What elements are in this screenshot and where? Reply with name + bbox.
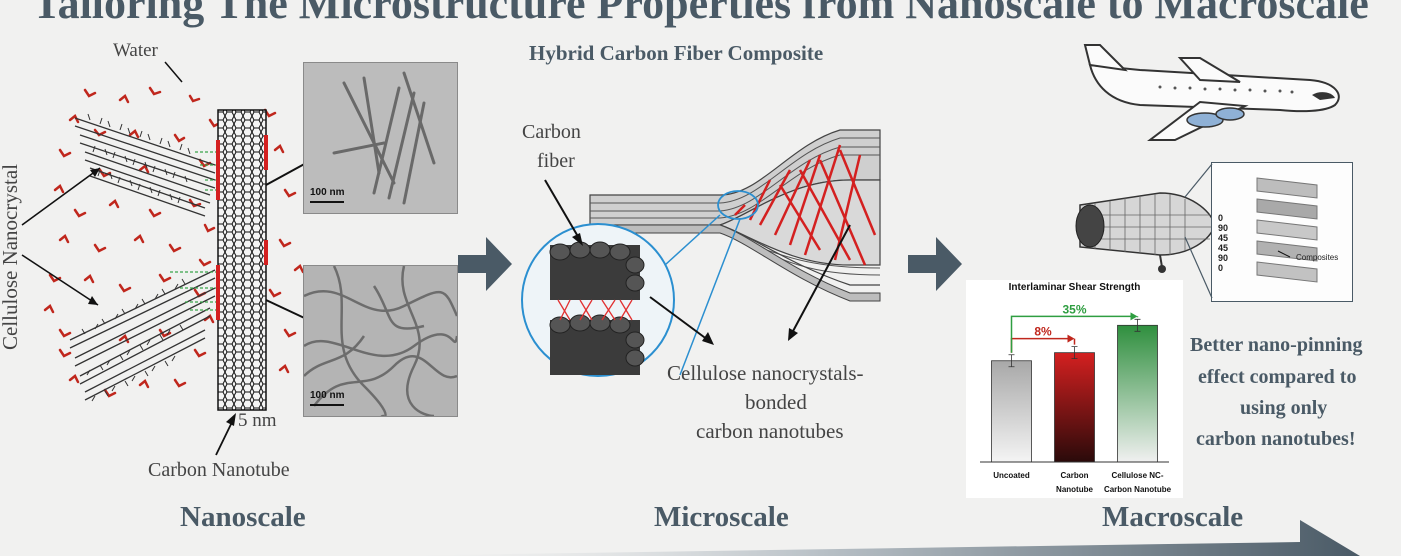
composites-label: Composites (1296, 253, 1339, 262)
cnc-branches-bottom (81, 278, 186, 402)
zoom-ellipse (717, 190, 759, 220)
chart-annotation-cnt-line (1010, 337, 1071, 353)
carbon-fiber-arrow (544, 179, 581, 241)
microscale-illustration (521, 129, 881, 377)
cnc-branches-top (87, 113, 191, 204)
chart-category-label: Uncoated (993, 471, 1030, 480)
chart-category-label: Nanotube (1056, 485, 1093, 494)
water-label: Water (113, 40, 158, 61)
cnc-arrow-bottom (21, 254, 99, 306)
bonded-arrow-right (791, 224, 851, 334)
scale-progression-arrow (380, 520, 1360, 556)
chart-error-bar-0 (1008, 354, 1015, 368)
chart-annotation-hybrid-label: 35% (1062, 302, 1086, 316)
nanoscale-section-label: Nanoscale (180, 501, 306, 533)
bonded-arrow-left (649, 296, 709, 341)
page-title: Tailoring The Microstructure Properties … (32, 0, 1369, 28)
flow-arrow-2 (908, 237, 962, 291)
bonded-label-1: Cellulose nanocrystals- (667, 361, 864, 385)
crack-bridging-cnt (734, 144, 877, 266)
zoom-lines (1184, 163, 1213, 299)
flow-arrow-1 (458, 237, 512, 291)
cnc-chains-bottom (69, 269, 216, 401)
chart-category-label: Cellulose NC- (1111, 471, 1163, 480)
chart-bar-1 (1054, 352, 1095, 463)
claim-line-1: Better nano-pinning (1190, 334, 1363, 356)
bonded-label-3: carbon nanotubes (696, 419, 844, 443)
chart-error-bar-1 (1071, 346, 1078, 360)
nanoscale-illustration (21, 61, 334, 456)
tem-top-scale: 100 nm (310, 187, 345, 198)
claim-line-3: using only (1240, 397, 1328, 419)
chart-category-label: Carbon (1061, 471, 1089, 480)
carbon-fiber-label-1: Carbon (522, 121, 581, 143)
airplane-illustration (1083, 44, 1340, 141)
cnc-arrow-top (21, 167, 101, 226)
tem-image-cnc: 100 nm (303, 62, 458, 214)
chart-annotation-cnt-arrowhead (1067, 334, 1075, 343)
hydrogen-bonds (170, 151, 218, 311)
carbon-fiber-bundles (549, 241, 645, 375)
tem-image-cnt: 100 nm (303, 265, 458, 417)
tem-bottom-scale: 100 nm (310, 390, 345, 401)
chart-bar-0 (991, 360, 1032, 463)
microscale-section-label: Microscale (654, 501, 789, 533)
chart-title: Interlaminar Shear Strength (1008, 282, 1141, 293)
chart-error-bar-2 (1134, 318, 1141, 332)
chart-annotation-hybrid-line (1010, 315, 1134, 353)
microscale-heading: Hybrid Carbon Fiber Composite (529, 41, 824, 65)
chart-annotation-hybrid-arrowhead (1130, 312, 1138, 321)
water-arrow (164, 61, 183, 83)
macroscale-section-label: Macroscale (1102, 501, 1244, 533)
chart-annotation-cnt-label: 8% (1034, 325, 1052, 339)
chart-bar-2 (1117, 324, 1158, 463)
claim-line-2: effect compared to (1198, 366, 1357, 388)
carbon-fiber-label-2: fiber (537, 150, 575, 172)
size-label: 5 nm (238, 410, 277, 431)
composite-layup-panel: 0 90 45 45 90 0 Composites (1211, 162, 1353, 302)
bonded-label-2: bonded (745, 390, 807, 414)
chart-category-label: Carbon Nanotube (1104, 485, 1172, 494)
carbon-nanotube-label: Carbon Nanotube (148, 459, 290, 481)
claim-line-4: carbon nanotubes! (1196, 428, 1356, 450)
cnc-chains-top (74, 117, 216, 217)
layup-numbers: 0 90 45 45 90 0 (1218, 213, 1229, 273)
carbon-nanotube (216, 109, 268, 411)
